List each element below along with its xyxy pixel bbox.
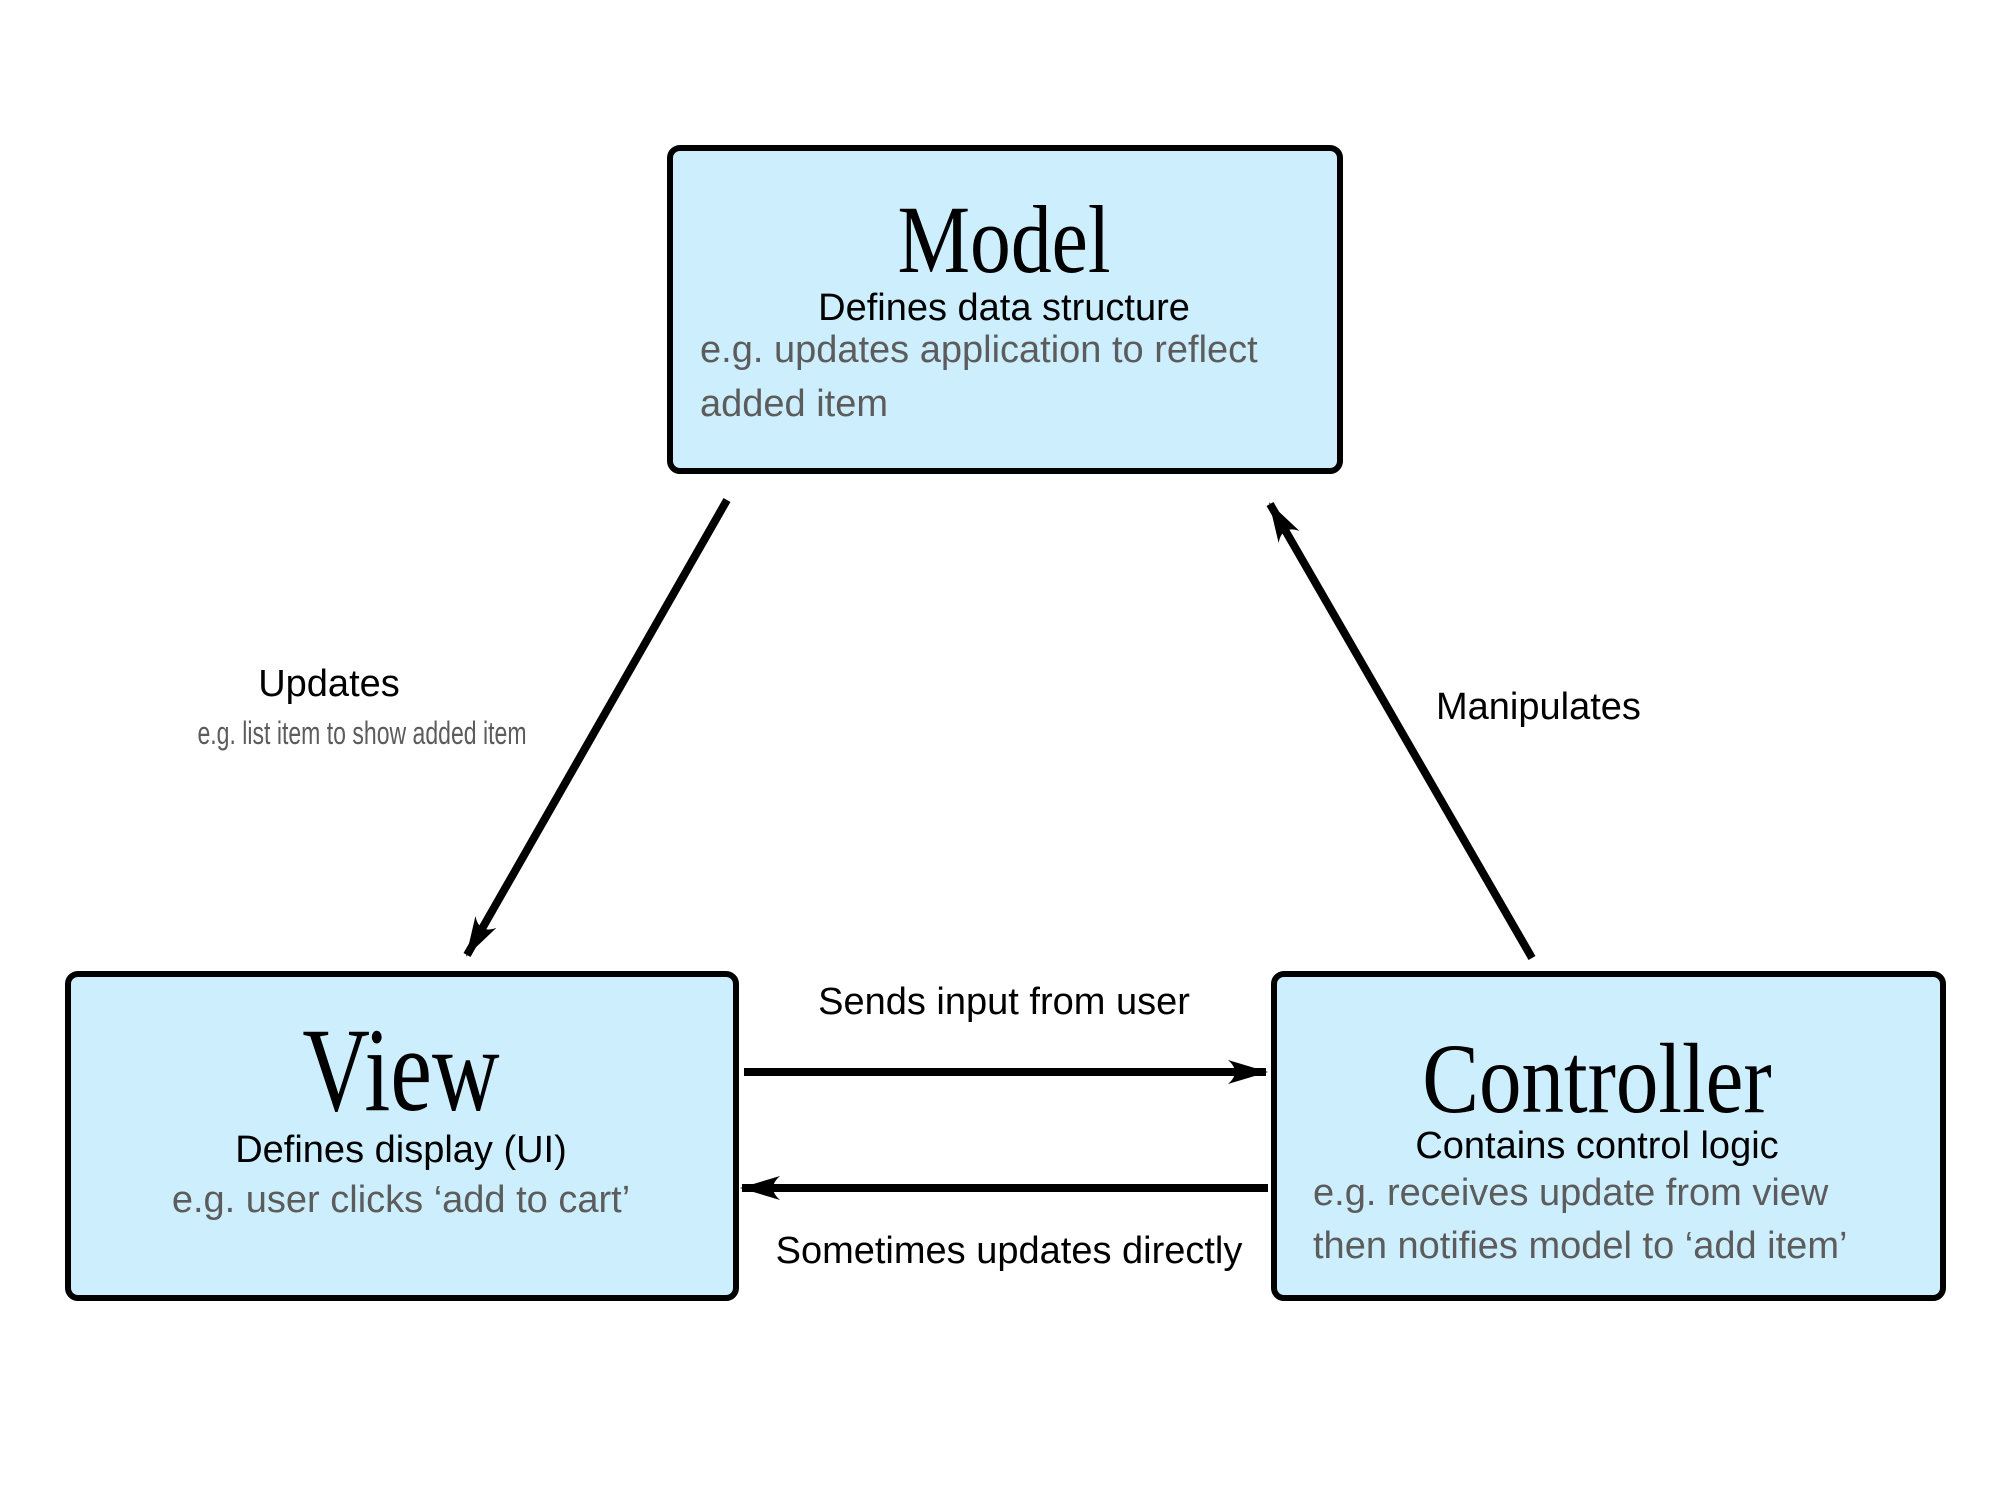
model-title: Model bbox=[897, 188, 1110, 294]
model-example-line-2: added item bbox=[700, 383, 888, 425]
model-box bbox=[667, 145, 1343, 474]
controller-box bbox=[1271, 971, 1946, 1301]
controller-title: Controller bbox=[1422, 1024, 1771, 1135]
view-example-line-1: e.g. user clicks ‘add to cart’ bbox=[172, 1179, 630, 1221]
updates-example: e.g. list item to show added item bbox=[197, 715, 526, 751]
arrow-controller-to-model bbox=[1266, 502, 1536, 960]
arrow-model-to-view bbox=[463, 498, 731, 957]
sometimes-updates-label: Sometimes updates directly bbox=[776, 1230, 1243, 1272]
updates-label: Updates bbox=[258, 663, 400, 705]
view-box bbox=[65, 971, 739, 1301]
controller-example-line-1: e.g. receives update from view bbox=[1313, 1172, 1829, 1214]
sends-input-label: Sends input from user bbox=[818, 981, 1190, 1023]
controller-subtitle: Contains control logic bbox=[1415, 1125, 1778, 1167]
manipulates-label: Manipulates bbox=[1436, 686, 1641, 728]
view-subtitle: Defines display (UI) bbox=[235, 1129, 567, 1171]
model-example-line-1: e.g. updates application to reflect bbox=[700, 329, 1258, 371]
model-subtitle: Defines data structure bbox=[818, 287, 1190, 329]
controller-example-line-2: then notifies model to ‘add item’ bbox=[1313, 1225, 1847, 1267]
view-title: View bbox=[302, 1004, 499, 1137]
